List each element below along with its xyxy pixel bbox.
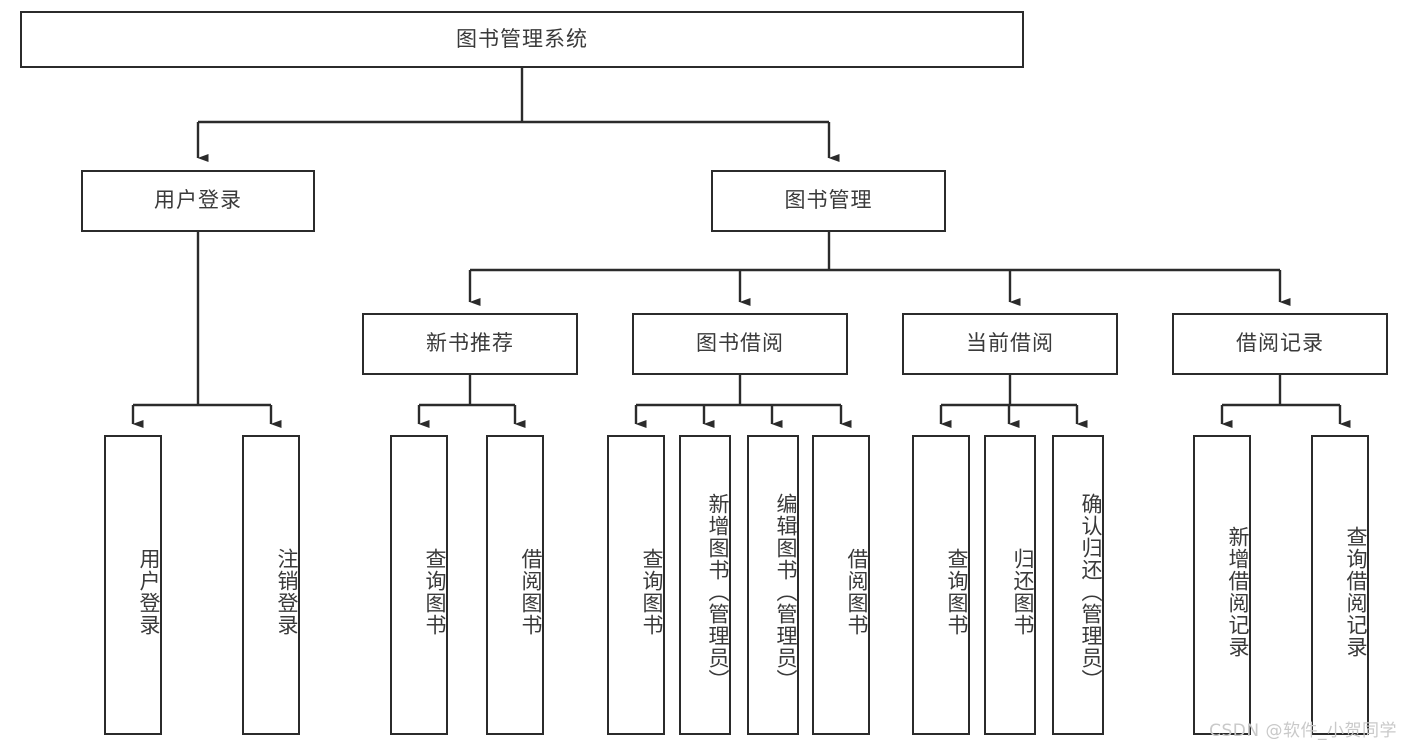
node-root-system[interactable]: 图书管理系统 <box>20 11 1024 68</box>
node-leaf-user-login[interactable]: 用户登录 <box>104 435 162 735</box>
node-leaf-borrow-book-label: 借阅图书 <box>845 548 869 636</box>
node-book-management-label: 图书管理 <box>784 188 873 213</box>
node-user-login-label: 用户登录 <box>154 188 242 213</box>
node-borrow-record-label: 借阅记录 <box>1236 331 1324 356</box>
node-leaf-newbook-query[interactable]: 查询图书 <box>390 435 448 735</box>
node-leaf-current-query-label: 查询图书 <box>945 548 969 636</box>
node-book-borrow-label: 图书借阅 <box>696 331 784 356</box>
node-leaf-borrow-edit-book-label: 编辑图书（管理员） <box>774 493 798 691</box>
node-new-book-recommend[interactable]: 新书推荐 <box>362 313 578 375</box>
node-current-borrow-label: 当前借阅 <box>966 331 1054 356</box>
node-leaf-newbook-query-label: 查询图书 <box>423 548 447 636</box>
node-leaf-borrow-add-book-label: 新增图书（管理员） <box>706 493 730 691</box>
node-borrow-record[interactable]: 借阅记录 <box>1172 313 1388 375</box>
node-leaf-borrow-query-label: 查询图书 <box>640 548 664 636</box>
node-leaf-current-query[interactable]: 查询图书 <box>912 435 970 735</box>
node-current-borrow[interactable]: 当前借阅 <box>902 313 1118 375</box>
node-new-book-recommend-label: 新书推荐 <box>426 331 514 356</box>
node-book-management[interactable]: 图书管理 <box>711 170 946 232</box>
node-leaf-borrow-edit-book[interactable]: 编辑图书（管理员） <box>747 435 799 735</box>
node-leaf-current-return[interactable]: 归还图书 <box>984 435 1036 735</box>
node-leaf-borrow-query[interactable]: 查询图书 <box>607 435 665 735</box>
node-user-login[interactable]: 用户登录 <box>81 170 315 232</box>
node-leaf-user-login-label: 用户登录 <box>137 548 161 636</box>
node-leaf-current-return-label: 归还图书 <box>1011 548 1035 636</box>
node-leaf-logout-label: 注销登录 <box>275 548 299 636</box>
node-leaf-borrow-add-book[interactable]: 新增图书（管理员） <box>679 435 731 735</box>
node-leaf-borrow-book[interactable]: 借阅图书 <box>812 435 870 735</box>
node-leaf-newbook-borrow-label: 借阅图书 <box>519 548 543 636</box>
node-leaf-newbook-borrow[interactable]: 借阅图书 <box>486 435 544 735</box>
node-leaf-record-add[interactable]: 新增借阅记录 <box>1193 435 1251 735</box>
node-leaf-record-query[interactable]: 查询借阅记录 <box>1311 435 1369 735</box>
node-leaf-current-confirm-return[interactable]: 确认归还（管理员） <box>1052 435 1104 735</box>
node-leaf-record-add-label: 新增借阅记录 <box>1226 526 1250 658</box>
csdn-watermark: CSDN @软件_小贺同学 <box>1209 721 1397 741</box>
node-leaf-record-query-label: 查询借阅记录 <box>1344 526 1368 658</box>
node-leaf-current-confirm-return-label: 确认归还（管理员） <box>1079 493 1103 691</box>
node-leaf-logout[interactable]: 注销登录 <box>242 435 300 735</box>
node-root-system-label: 图书管理系统 <box>456 26 588 51</box>
node-book-borrow[interactable]: 图书借阅 <box>632 313 848 375</box>
